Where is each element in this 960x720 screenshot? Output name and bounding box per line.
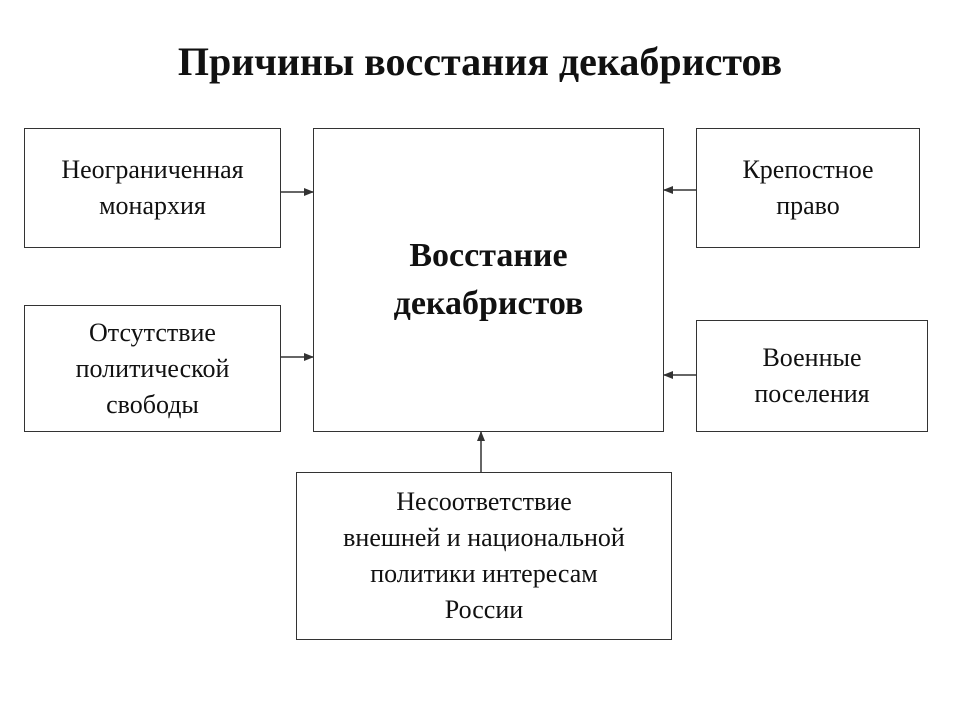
cause-box-military-settlements: Военные поселения	[696, 320, 928, 432]
central-label-decembrist-uprising: Восстание декабристов	[393, 237, 584, 322]
cause-box-policy-mismatch: Несоответствие внешней и национальной по…	[296, 472, 672, 640]
cause-box-lack-of-political-freedom: Отсутствие политической свободы	[24, 305, 281, 432]
cause-box-unlimited-monarchy: Неограниченная монархия	[24, 128, 281, 248]
cause-label-policy-mismatch: Несоответствие внешней и национальной по…	[343, 487, 625, 624]
diagram-title: Причины восстания декабристов	[177, 39, 783, 84]
cause-label-serfdom: Крепостное право	[742, 155, 874, 220]
cause-label-unlimited-monarchy: Неограниченная монархия	[61, 155, 244, 220]
cause-box-serfdom: Крепостное право	[696, 128, 920, 248]
cause-label-military-settlements: Военные поселения	[754, 343, 870, 408]
central-box-decembrist-uprising: Восстание декабристов	[313, 128, 664, 432]
cause-label-lack-of-political-freedom: Отсутствие политической свободы	[75, 317, 230, 419]
